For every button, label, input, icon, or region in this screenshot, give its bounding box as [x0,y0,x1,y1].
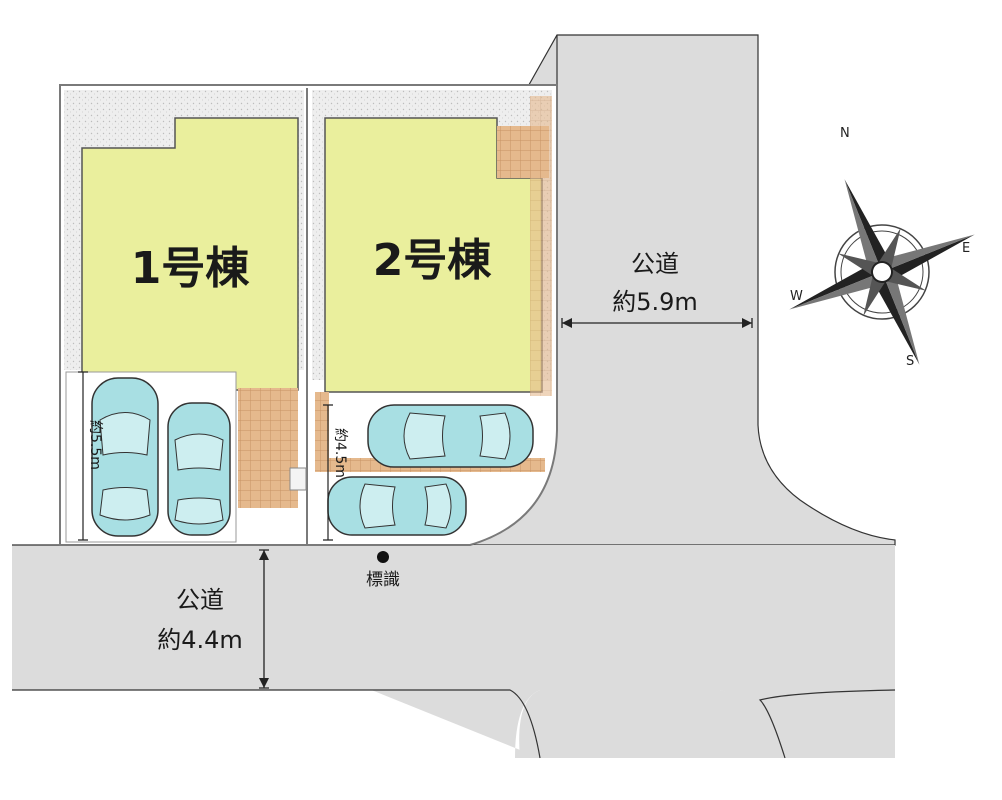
car-icon [91,377,159,537]
meter-box [289,467,307,491]
east-road-name: 公道 [631,250,679,278]
south-road-extension [519,690,785,758]
sign-label: 標識 [366,570,400,590]
compass-n-label: N [840,126,850,141]
compass-s-label: S [906,354,914,369]
lot2-side-tiles [530,96,552,396]
south-road-name: 公道 [176,586,224,614]
lot2-path-tiles [315,392,329,472]
tiled-areas [238,96,552,508]
south-road-band [12,545,895,690]
lot1-depth-dimension [78,371,88,541]
parking-lot-2: 約4.5m [323,404,534,541]
east-road-width: 公道 約5.9m [561,250,753,328]
car-icon [327,476,467,536]
building-2-label: 2号棟 [373,235,493,286]
compass-e-label: E [962,241,970,256]
south-road-width-label: 約4.4m [157,626,243,654]
sign-marker: 標識 [366,551,400,590]
lot2-depth-dimension [323,404,333,541]
car-icon [367,404,534,468]
car-icon [167,402,231,536]
lot1-depth-label: 約5.5m [87,420,103,470]
lot1-approach-tiles [238,388,298,508]
parking-lot-1: 約5.5m [65,371,237,543]
building-1-label: 1号棟 [131,243,251,294]
sign-dot-icon [377,551,389,563]
compass-rose-icon [789,179,975,365]
building-1: 1号棟 [81,117,299,391]
south-road-width: 公道 約4.4m [157,549,269,689]
compass-w-label: W [790,289,803,304]
building-2: 2号棟 [324,117,543,393]
east-road-width-label: 約5.9m [612,288,698,316]
lot2-depth-label: 約4.5m [332,428,348,478]
